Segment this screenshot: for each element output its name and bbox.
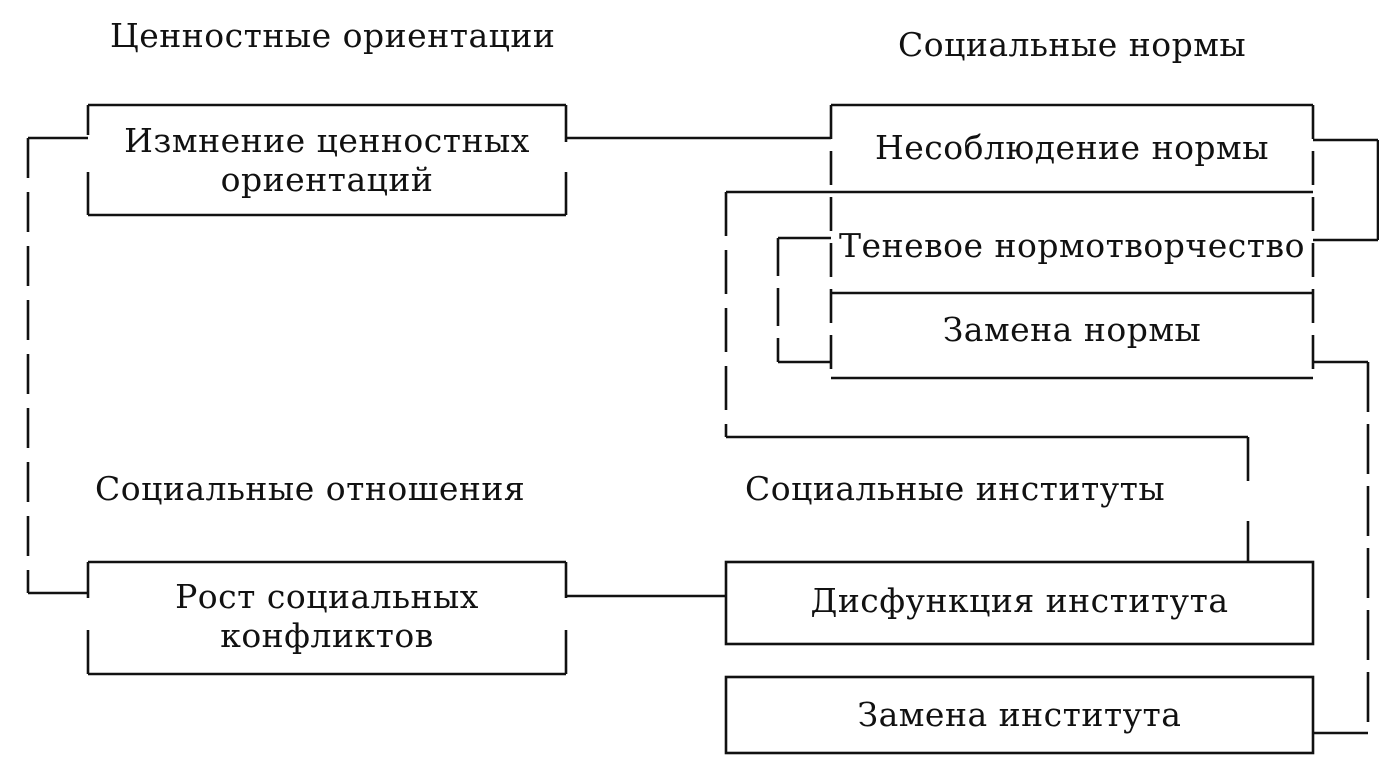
bracket-norms-institutions xyxy=(724,190,1250,562)
box-norm-noncompliance: Несоблюдение нормы xyxy=(875,128,1269,167)
heading-social-institutions: Социальные институты xyxy=(745,469,1166,508)
heading-value-orientations: Ценностные ориентации xyxy=(110,16,556,55)
box-institution-dysfunction: Дисфункция института xyxy=(810,581,1229,620)
box-value-change-frame xyxy=(86,103,568,217)
heading-social-norms: Социальные нормы xyxy=(898,25,1247,64)
box-conflict-growth-line1: Рост социальных xyxy=(175,577,479,616)
bracket-right-small xyxy=(1313,138,1379,242)
box-conflict-growth-frame xyxy=(86,560,568,676)
box-dysfunction-frame xyxy=(724,560,1315,646)
box-inst-replacement-frame xyxy=(724,675,1315,755)
box-shadow-norm-making: Теневое нормотворчество xyxy=(839,226,1305,265)
box-institution-replacement: Замена института xyxy=(857,695,1182,734)
box-norm-replacement: Замена нормы xyxy=(942,310,1202,349)
box-value-change-line2: ориентаций xyxy=(220,160,434,199)
bracket-inner-left xyxy=(776,236,831,364)
heading-social-relations: Социальные отношения xyxy=(95,469,526,508)
box-norms-frame xyxy=(829,103,1315,380)
bracket-right-long xyxy=(1313,360,1370,735)
box-conflict-growth-line2: конфликтов xyxy=(220,616,434,655)
bracket-left xyxy=(26,136,88,595)
box-value-change-line1: Измнение ценностных xyxy=(124,121,530,160)
